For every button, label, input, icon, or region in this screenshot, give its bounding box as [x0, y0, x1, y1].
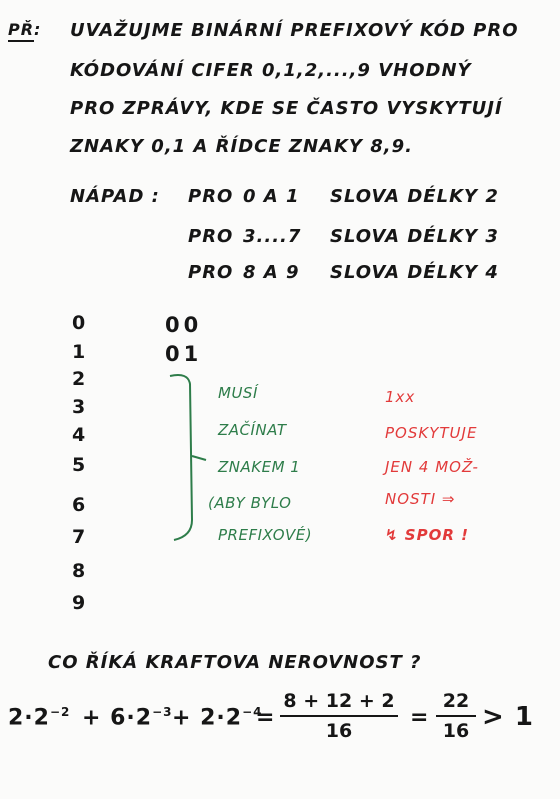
formula-term-2: + 6·2−3 [82, 705, 173, 731]
green-note-line-5: PREFIXOVÉ) [218, 526, 313, 544]
fraction-1-bar [280, 715, 398, 717]
fraction-2-denominator: 16 [442, 720, 470, 742]
example-line-3: PRO ZPRÁVY, KDE SE ČASTO VYSKYTUJÍ [70, 98, 503, 119]
digit-3: 3 [72, 396, 87, 418]
digit-8: 8 [72, 560, 87, 582]
example-label-underline [8, 40, 34, 42]
red-note-line-3: JEN 4 MOŽ- [385, 458, 479, 476]
formula-equals-1: = [256, 705, 276, 730]
fraction-2-bar [436, 715, 476, 717]
fraction-2-numerator: 22 [442, 690, 470, 712]
fraction-2: 22 16 [436, 690, 476, 742]
example-line-4: ZNAKY 0,1 A ŘÍDCE ZNAKY 8,9. [70, 136, 413, 157]
green-note-line-3: ZNAKEM 1 [218, 458, 301, 476]
digit-9: 9 [72, 592, 87, 614]
idea-row-1-for: PRO [188, 186, 234, 207]
digit-2: 2 [72, 368, 87, 390]
example-line-1: UVAŽUJME BINÁRNÍ PREFIXOVÝ KÓD PRO [70, 20, 519, 41]
fraction-1-denominator: 16 [325, 720, 353, 742]
idea-row-1-digits: 0 A 1 [243, 186, 300, 207]
formula-equals-2: = [410, 705, 430, 730]
idea-label: NÁPAD : [70, 186, 160, 207]
idea-row-2-for: PRO [188, 226, 234, 247]
digit-1: 1 [72, 341, 87, 363]
green-note-line-1: MUSÍ [218, 384, 258, 402]
kraft-question: CO ŘÍKÁ KRAFTOVA NEROVNOST ? [48, 652, 422, 673]
red-note-line-5: ↯ SPOR ! [385, 526, 469, 544]
formula-term-3: + 2·2−4 [172, 705, 263, 731]
green-note-line-4: (ABY BYLO [208, 494, 292, 512]
digit-6: 6 [72, 494, 87, 516]
idea-row-1-rule: SLOVA DÉLKY 2 [330, 186, 499, 207]
example-label: PŘ: [8, 20, 42, 39]
red-note-line-4: NOSTI ⇒ [385, 490, 456, 508]
idea-row-3-for: PRO [188, 262, 234, 283]
idea-row-3-rule: SLOVA DÉLKY 4 [330, 262, 499, 283]
digit-4: 4 [72, 424, 87, 446]
red-note-line-2: POSKYTUJE [385, 424, 478, 442]
idea-row-2-digits: 3....7 [243, 226, 302, 247]
formula-term-1: 2·2−2 [8, 705, 71, 731]
fraction-1: 8 + 12 + 2 16 [280, 690, 398, 742]
code-word-1: 01 [165, 342, 203, 366]
formula-greater-than-one: > 1 [482, 702, 534, 732]
digit-5: 5 [72, 454, 87, 476]
idea-row-2-rule: SLOVA DÉLKY 3 [330, 226, 499, 247]
fraction-1-numerator: 8 + 12 + 2 [283, 690, 395, 712]
example-line-2: KÓDOVÁNÍ CIFER 0,1,2,...,9 VHODNÝ [70, 60, 472, 81]
green-note-line-2: ZAČÍNAT [218, 421, 287, 439]
idea-row-3-digits: 8 A 9 [243, 262, 300, 283]
red-note-line-1: 1xx [385, 388, 416, 406]
digit-0: 0 [72, 312, 87, 334]
digit-7: 7 [72, 526, 87, 548]
code-word-0: 00 [165, 313, 203, 337]
